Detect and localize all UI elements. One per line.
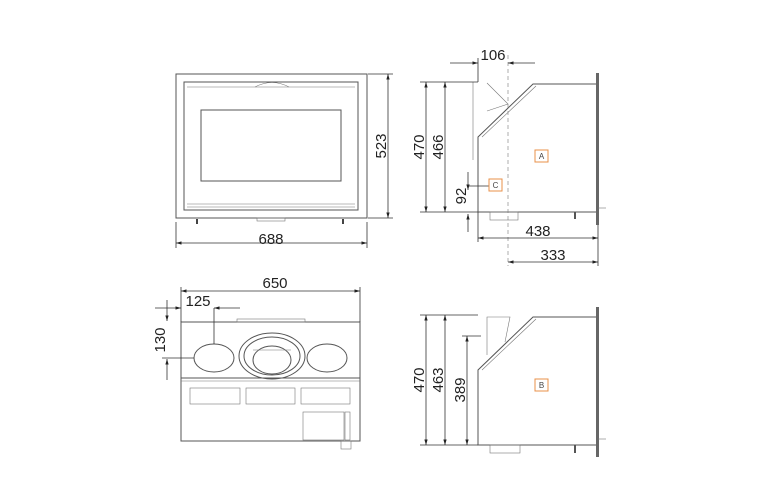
label-a: A — [539, 152, 545, 161]
dim-b-463: 463 — [430, 367, 447, 392]
dim-top-650: 650 — [262, 275, 287, 292]
side-view-a: 470 466 106 92 C A 438 333 — [411, 47, 606, 266]
top-view: 650 125 130 — [152, 275, 361, 450]
dim-a-92: 92 — [453, 188, 470, 205]
dim-a-106: 106 — [480, 47, 505, 64]
label-c: C — [493, 181, 499, 190]
dim-top-125: 125 — [185, 293, 210, 310]
side-view-b: 470 463 389 B — [411, 307, 606, 457]
dim-a-438: 438 — [525, 223, 550, 240]
front-view: 688 523 — [175, 73, 393, 248]
dim-a-333: 333 — [540, 247, 565, 264]
dim-b-389: 389 — [452, 377, 469, 402]
dim-b-470: 470 — [411, 367, 428, 392]
dim-front-height: 523 — [373, 133, 390, 158]
dim-front-width: 688 — [258, 231, 283, 248]
dim-a-466: 466 — [430, 134, 447, 159]
glass-window — [200, 109, 342, 182]
label-b: B — [539, 381, 544, 390]
dim-a-470: 470 — [411, 134, 428, 159]
dim-top-130: 130 — [152, 327, 169, 352]
